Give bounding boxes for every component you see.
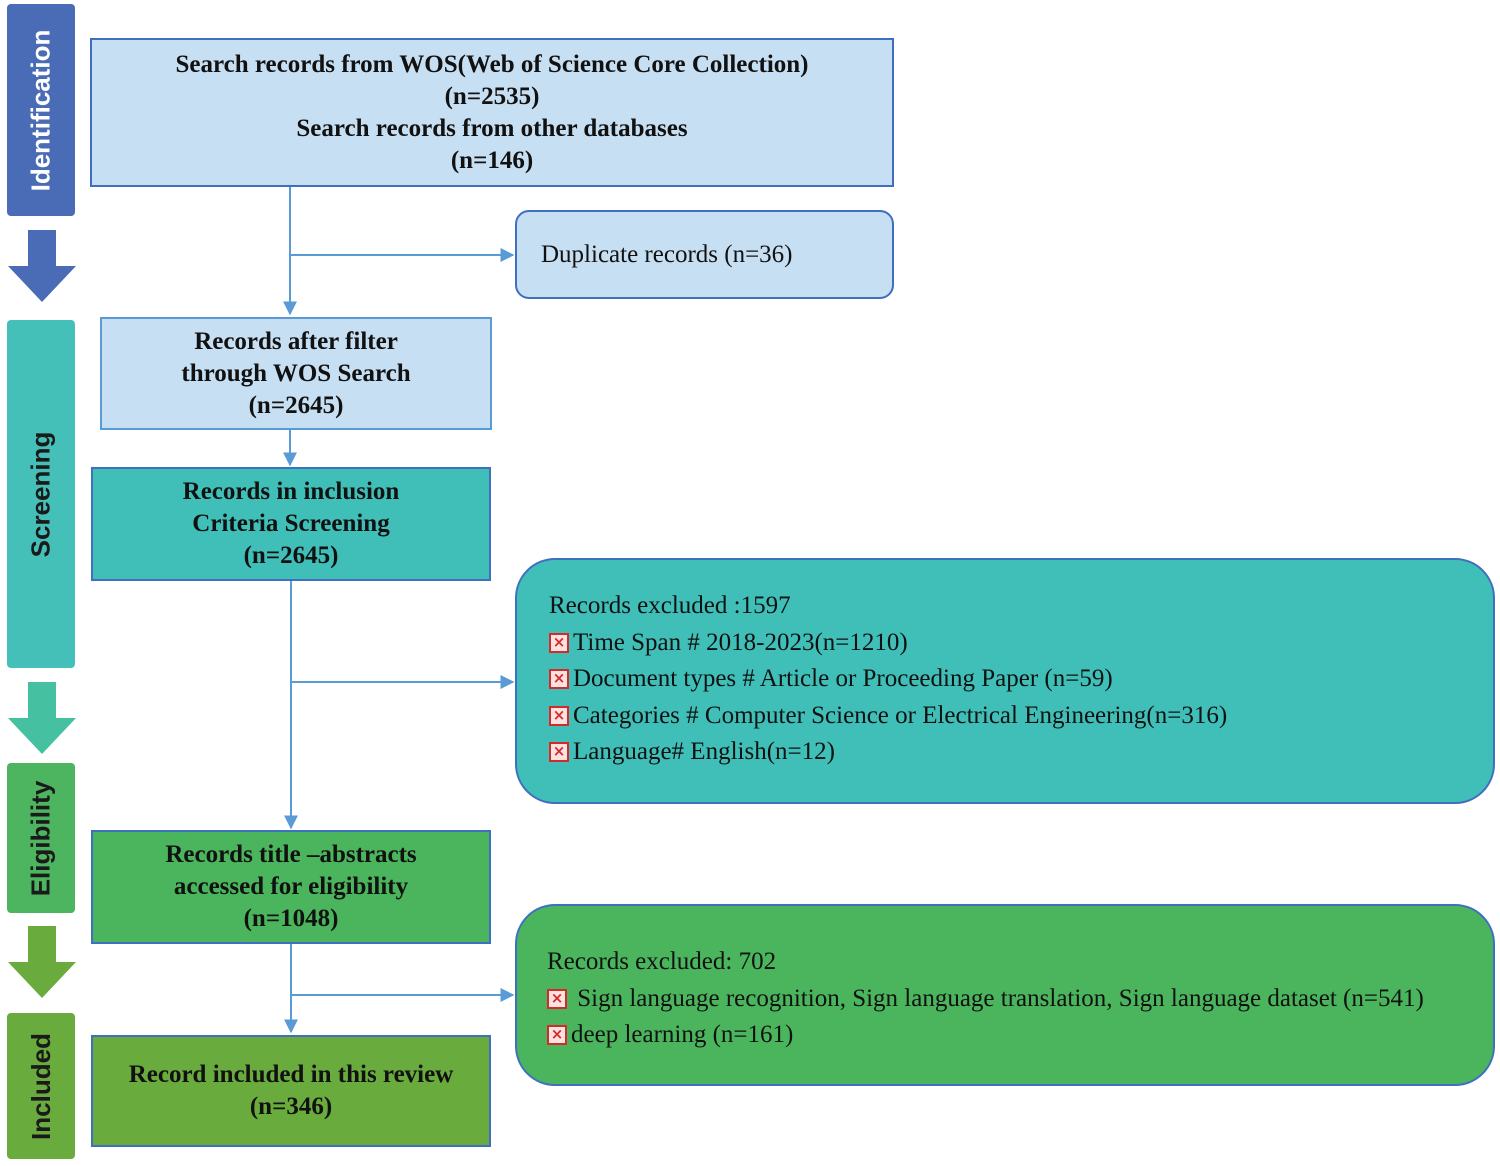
duplicate-records-text: Duplicate records (n=36) [541, 240, 793, 268]
inclusion-line2: Criteria Screening [192, 510, 390, 537]
included-line1: Record included in this review [128, 1061, 454, 1088]
down-arrow-icon [8, 682, 76, 754]
stage-bar-eligibility: Eligibility [7, 763, 75, 913]
down-arrow-icon [8, 230, 76, 302]
red-x-checkbox-icon: × [547, 988, 567, 1009]
exclusion-item: ×deep learning (n=161) [547, 1017, 1493, 1054]
search-records-count: (n=2535) [444, 82, 540, 110]
inclusion-count: (n=2645) [243, 542, 339, 569]
screening-exclusion-title: Records excluded :1597 [549, 592, 791, 619]
red-x-checkbox-icon: × [549, 705, 569, 726]
title-abstracts-box: Records title –abstracts accessed for el… [91, 830, 491, 944]
after-filter-count: (n=2645) [248, 391, 344, 419]
red-x-checkbox-icon: × [549, 742, 569, 763]
exclusion-item: ×Time Span # 2018-2023(n=1210) [549, 625, 1493, 662]
screening-exclusion-box: Records excluded :1597 ×Time Span # 2018… [515, 558, 1495, 804]
exclusion-item: ×Categories # Computer Science or Electr… [549, 698, 1493, 735]
red-x-checkbox-icon: × [549, 632, 569, 653]
stage-bar-identification: Identification [7, 4, 75, 216]
eligibility-exclusion-box: Records excluded: 702 × Sign language re… [515, 904, 1495, 1086]
duplicate-records-box: Duplicate records (n=36) [515, 210, 894, 299]
after-filter-line2: through WOS Search [181, 359, 411, 387]
exclusion-item: ×Document types # Article or Proceeding … [549, 661, 1493, 698]
title-abstracts-line2: accessed for eligibility [173, 873, 409, 900]
search-records-box: Search records from WOS(Web of Science C… [90, 38, 894, 187]
records-after-filter-box: Records after filter through WOS Search … [100, 317, 492, 430]
red-x-checkbox-icon: × [547, 1025, 567, 1046]
other-records-count: (n=146) [450, 146, 534, 174]
after-filter-line1: Records after filter [194, 327, 398, 355]
inclusion-criteria-box: Records in inclusion Criteria Screening … [91, 467, 491, 581]
inclusion-line1: Records in inclusion [182, 478, 400, 505]
red-x-checkbox-icon: × [549, 669, 569, 690]
exclusion-item: ×Language# English(n=12) [549, 734, 1493, 771]
stage-bar-screening: Screening [7, 320, 75, 668]
eligibility-exclusion-title: Records excluded: 702 [547, 948, 777, 975]
search-records-line: Search records from WOS(Web of Science C… [175, 50, 809, 78]
exclusion-item: × Sign language recognition, Sign langua… [547, 981, 1493, 1018]
title-abstracts-line1: Records title –abstracts [165, 841, 417, 868]
other-records-line: Search records from other databases [296, 114, 688, 142]
included-count: (n=346) [249, 1093, 333, 1120]
stage-bar-included: Included [7, 1013, 75, 1159]
down-arrow-icon [8, 926, 76, 998]
title-abstracts-count: (n=1048) [243, 905, 339, 932]
included-records-box: Record included in this review (n=346) [91, 1035, 491, 1147]
